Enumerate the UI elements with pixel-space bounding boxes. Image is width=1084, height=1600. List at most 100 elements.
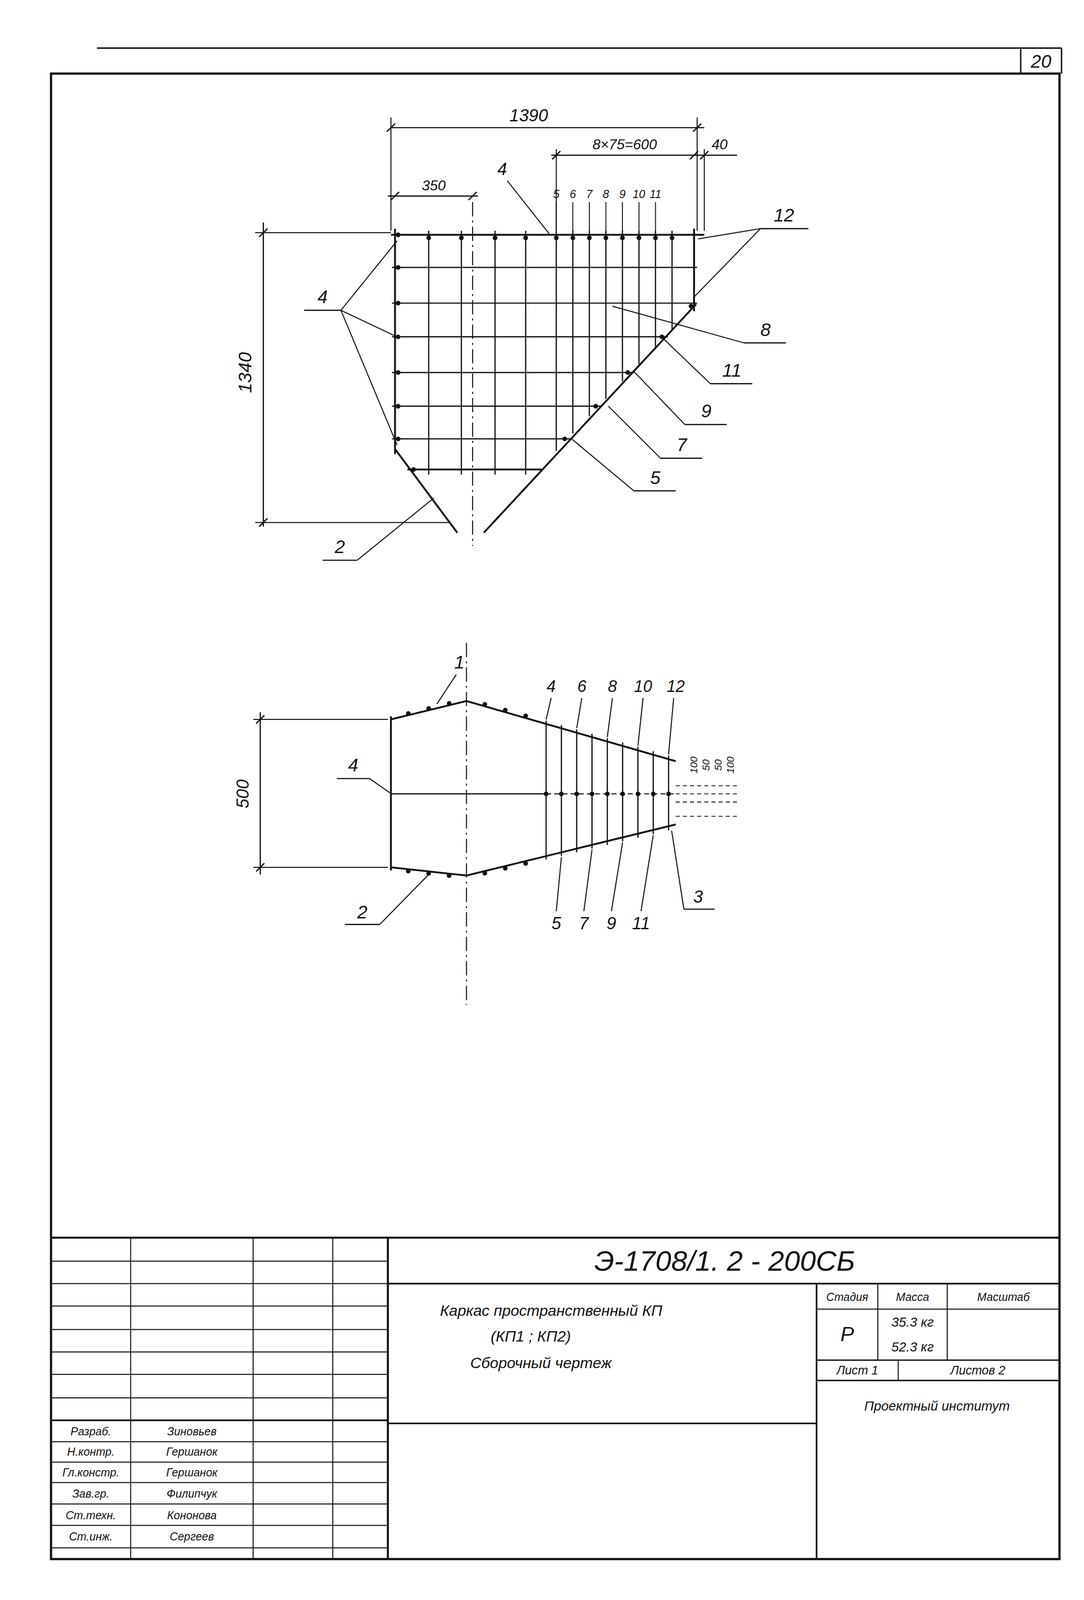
edge-bar [393,228,396,455]
dimension-line [262,222,265,527]
role-text: Зав.гр. [72,1488,110,1501]
bar-section-dot [482,870,487,876]
role-text: Ст.инж. [69,1531,113,1543]
leader-shelf [683,908,715,911]
callout-number: 9 [619,188,626,200]
bar-section-dot [603,235,608,241]
sheet-top-line [97,47,1062,49]
bar-section-dot [502,708,508,713]
vertical-bar [494,230,496,475]
drawing-title: Каркас пространственный КП [440,1303,663,1320]
vertical-bar [428,230,430,475]
dimension-tick [468,191,477,200]
callout-number: 12 [666,678,685,695]
bar-section-dot [589,792,595,797]
title-block-line [50,1420,388,1423]
vertical-bar [572,230,574,434]
leader-line [611,842,623,912]
bar-section-dot [620,235,625,241]
middle-bar [546,793,676,795]
page-number-box [1019,48,1022,75]
leader-line [340,240,397,311]
bar-section-dot [406,869,411,874]
leader-shelf [336,778,370,780]
bar-section-dot [395,403,401,409]
vertical-bar [560,725,563,857]
bar-section-dot [395,232,401,237]
horizontal-bar [407,468,542,471]
vertical-bar [524,230,527,475]
stage-letter: Р [840,1324,854,1346]
callout-number: 11 [649,188,662,200]
vertical-bar [576,729,578,853]
leader-line [698,228,761,240]
dimension-text: 50 [713,759,724,772]
dimension-line [390,127,705,129]
title-block-line [946,1284,948,1362]
leader-line [507,180,550,235]
title-block-line [50,1547,388,1549]
bar-section-dot [653,235,658,241]
callout-number: 4 [347,756,359,775]
leader-line [638,698,644,746]
horizontal-bar [392,336,669,338]
callout-number: 4 [317,287,328,307]
diagonal-bar [394,449,458,533]
extension-line [696,117,698,231]
person-name: Зиновьев [166,1426,217,1438]
leader-line [661,337,711,385]
vertical-bar [591,734,593,850]
callout-number: 10 [632,188,646,200]
mass-value: 52.3 кг [891,1340,934,1354]
leader-shelf [744,342,787,344]
dimension-tick [256,863,265,872]
horizontal-bar [392,266,698,269]
dimension-text: 350 [421,178,446,194]
bar-section-dot [426,706,431,711]
title-block-line [50,1261,388,1263]
vertical-bar [654,230,657,347]
dimension-text: 1340 [235,352,255,394]
leader-shelf [710,383,753,385]
bar-section-dot [426,235,431,241]
bar-section-dot [605,792,610,797]
mass-value: 35.3 кг [891,1316,934,1330]
vertical-bar [588,230,591,417]
top-bar [390,701,676,762]
bar-section-dot [395,265,401,270]
dimension-text: 100 [689,756,700,774]
vertical-bar [671,230,673,330]
title-block-line [387,1423,817,1426]
leader-line [572,202,574,233]
bar-section-dot [587,235,592,241]
callout-number: 9 [606,915,617,933]
title-block-line [50,1306,388,1307]
person-name: Гершанок [166,1467,218,1479]
dimension-line [259,712,261,876]
title-block-header: Масса [895,1291,930,1303]
callout-number: 1 [453,653,465,672]
drawing-title: (КП1 ; КП2) [490,1329,571,1345]
leader-line [436,674,457,705]
bar-section-dot [395,370,401,376]
callout-number: 2 [357,903,368,922]
dimension-tick [690,151,699,160]
extension-line [253,719,389,721]
role-text: Н.контр. [67,1446,115,1459]
callout-number: 8 [760,320,771,339]
vertical-bar [555,230,557,451]
title-block-line [816,1380,1060,1382]
callout-number: 10 [634,678,653,695]
bar-section-dot [635,792,640,797]
dimension-tick [390,191,399,200]
bar-section-dot [395,301,401,306]
leader-shelf [304,309,341,311]
horizontal-bar [392,302,698,305]
callout-number: 4 [497,160,507,178]
callout-number: 11 [631,915,650,933]
document-code: Э-1708/1. 2 - 200СБ [594,1247,856,1276]
leader-shelf [344,924,380,926]
extension-line [675,801,739,803]
callout-number: 5 [650,468,661,487]
